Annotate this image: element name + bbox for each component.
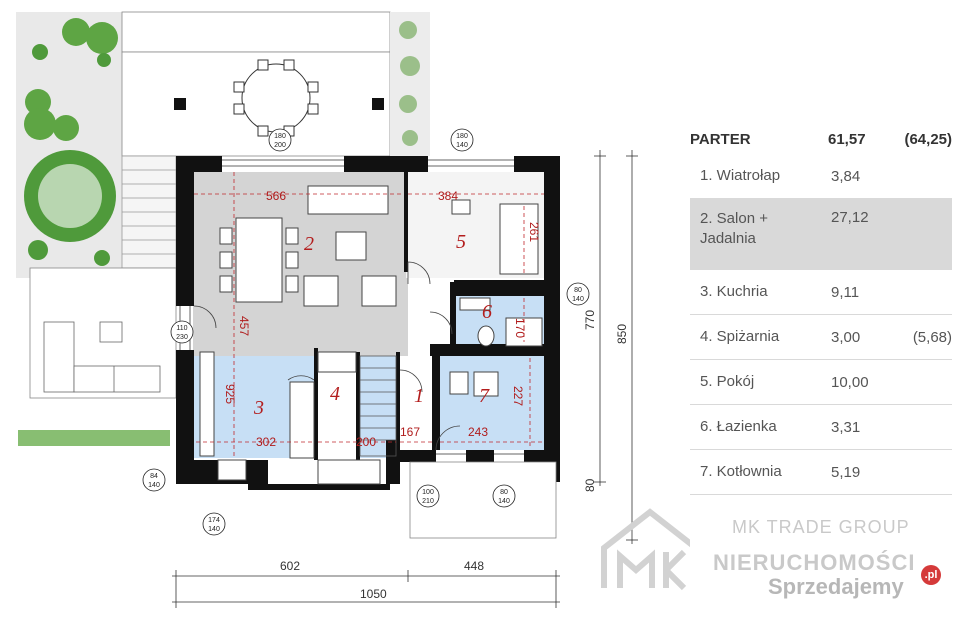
door-tag-4-height: 140 [572, 296, 584, 303]
dim-770: 770 [583, 310, 597, 330]
door-tag-6-width: 174 [208, 517, 220, 524]
dim-261: 261 [527, 222, 541, 242]
watermark-site: Sprzedajemy [768, 574, 904, 599]
pillar-left [174, 98, 186, 110]
overall-dimensions [172, 150, 638, 608]
dim-457: 457 [237, 316, 251, 336]
room-number-1: 1 [414, 385, 424, 407]
door-tag-5-height: 140 [148, 482, 160, 489]
door-tag-3-height: 230 [176, 334, 188, 341]
table-row: 2. Salon + Jadalnia 27,12 [690, 199, 952, 270]
stairs [359, 355, 397, 457]
door-tag-5-width: 84 [150, 473, 158, 480]
floor-plan: 7 2 5 6 3 4 1 566 384 261 457 170 227 92… [16, 11, 690, 608]
walls [176, 156, 560, 490]
door-tag-7-height: 210 [422, 498, 434, 505]
dim-1050: 1050 [360, 587, 387, 601]
dimension-lines [194, 172, 544, 456]
header-name: PARTER [690, 130, 751, 148]
dim-925: 925 [223, 384, 237, 404]
header-area: 61,57 [828, 130, 866, 148]
door-tags [142, 128, 590, 536]
watermark-badge: .pl [921, 565, 941, 585]
watermark-subtitle: NIERUCHOMOŚCI [713, 550, 916, 575]
header-extra: (64,25) [904, 130, 952, 148]
door-swings [193, 261, 461, 451]
room-7-fill [434, 356, 544, 450]
table-header: PARTER 61,57 (64,25) [690, 124, 952, 154]
table-row: 6. Łazienka 3,31 [690, 405, 952, 450]
furniture [199, 185, 543, 485]
dim-602: 602 [280, 559, 300, 573]
lounge-furniture [43, 321, 161, 393]
table-row: 1. Wiatrołap 3,84 [690, 154, 952, 199]
table-row: 4. Spiżarnia 3,00 (5,68) [690, 315, 952, 360]
dim-200: 200 [356, 435, 376, 449]
room-number-6: 6 [482, 301, 492, 323]
door-tag-8-width: 80 [500, 489, 508, 496]
door-tag-2-width: 180 [456, 133, 468, 140]
dim-243: 243 [468, 425, 488, 439]
door-tag-6-height: 140 [208, 526, 220, 533]
dim-80: 80 [583, 478, 597, 492]
door-tag-2-height: 140 [456, 142, 468, 149]
door-tag-1-width: 180 [274, 133, 286, 140]
terrace-back [121, 11, 391, 53]
door-tag-3-width: 110 [176, 325, 187, 332]
room-1-fill [396, 356, 432, 450]
room-number-4: 4 [330, 383, 340, 405]
room-number-7: 7 [479, 385, 490, 407]
dim-384: 384 [438, 189, 458, 203]
dim-170: 170 [513, 318, 527, 338]
garden-steps [121, 155, 177, 269]
dim-227: 227 [511, 386, 525, 406]
watermark-brand: MK TRADE GROUP [732, 517, 910, 537]
door-tag-1-height: 200 [274, 142, 286, 149]
table-row: 3. Kuchria 9,11 [690, 270, 952, 315]
room-number-5: 5 [456, 231, 466, 253]
area-table: PARTER 61,57 (64,25) 1. Wiatrołap 3,84 2… [690, 124, 952, 495]
windows [179, 159, 524, 455]
dim-566: 566 [266, 189, 286, 203]
pillar-right [372, 98, 384, 110]
door-tag-7-width: 100 [422, 489, 434, 496]
room-number-2: 2 [304, 233, 314, 255]
door-tag-8-height: 140 [498, 498, 510, 505]
table-row: 5. Pokój 10,00 [690, 360, 952, 405]
garden-plants [18, 18, 420, 446]
dim-448: 448 [464, 559, 484, 573]
dim-167: 167 [400, 425, 420, 439]
dim-302: 302 [256, 435, 276, 449]
dim-850: 850 [615, 324, 629, 344]
table-row: 7. Kotłownia 5,19 [690, 450, 952, 495]
room-number-3: 3 [253, 397, 264, 419]
door-tag-4-width: 80 [574, 287, 582, 294]
watermark-logo-icon [601, 508, 690, 591]
